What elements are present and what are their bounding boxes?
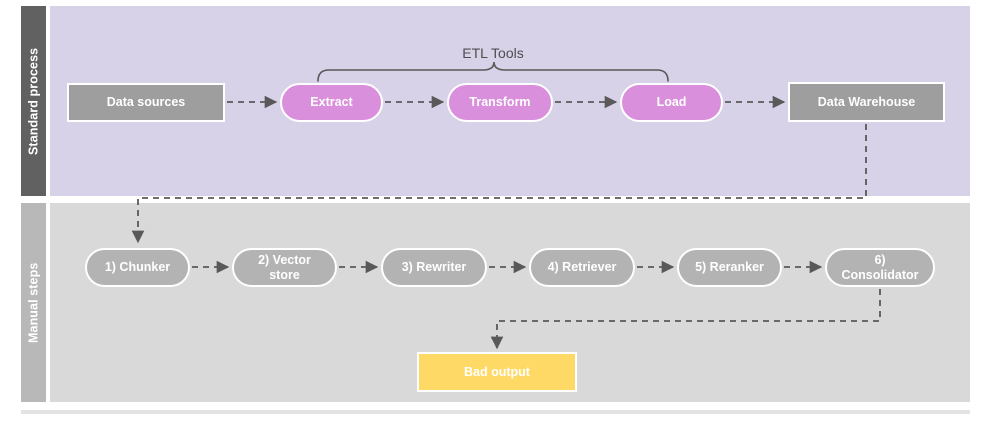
etl-tools-label: ETL Tools (462, 45, 524, 61)
node-chunker[interactable]: 1) Chunker (85, 248, 190, 287)
node-load[interactable]: Load (620, 83, 723, 122)
node-bad-output[interactable]: Bad output (417, 352, 577, 392)
node-vector-store[interactable]: 2) Vector store (232, 248, 337, 287)
footer-divider (21, 410, 970, 414)
node-retriever[interactable]: 4) Retriever (529, 248, 635, 287)
node-data-warehouse[interactable]: Data Warehouse (788, 82, 945, 122)
lane-label-standard-process: Standard process (21, 6, 46, 196)
node-rewriter[interactable]: 3) Rewriter (381, 248, 487, 287)
node-extract[interactable]: Extract (280, 83, 383, 122)
node-data-sources[interactable]: Data sources (67, 83, 225, 122)
lane-label-manual-steps: Manual steps (21, 203, 46, 402)
node-reranker[interactable]: 5) Reranker (677, 248, 782, 287)
node-consolidator[interactable]: 6) Consolidator (825, 248, 935, 287)
node-transform[interactable]: Transform (447, 83, 553, 122)
